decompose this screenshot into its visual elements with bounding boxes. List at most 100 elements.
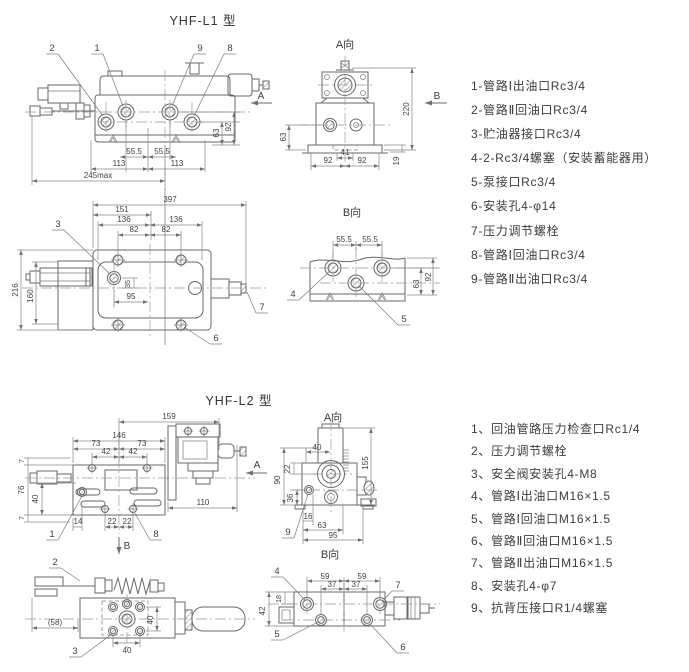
dim-label: 37 bbox=[328, 580, 337, 589]
dim-label: 146 bbox=[112, 431, 126, 440]
legend-item: 1、回油管路压力检查口Rc1/4 bbox=[471, 422, 641, 436]
dim-label: 22 bbox=[108, 517, 117, 526]
l2-view-b-label: B向 bbox=[321, 547, 339, 561]
callout-7: 7 bbox=[259, 302, 264, 313]
legend-item: 5、管路Ⅰ回油口M16×1.5 bbox=[471, 511, 611, 526]
legend-item: 4、管路Ⅰ出油口M16×1.5 bbox=[471, 489, 611, 504]
dim-label: 59 bbox=[321, 572, 330, 581]
dim-label: 41 bbox=[341, 148, 350, 157]
dim-label: 42 bbox=[258, 606, 267, 615]
l1-view-b-label: B向 bbox=[343, 205, 361, 219]
legend-item: 3-贮油器接口Rc3/4 bbox=[471, 127, 582, 142]
dim-label: 110 bbox=[197, 498, 210, 507]
dim-label: 113 bbox=[171, 159, 184, 168]
l2-top-view: 159 146 73 73 42 42 7 76 40 7 14 22 22 1… bbox=[17, 412, 267, 554]
l2-view-a: A向 bbox=[273, 410, 380, 544]
dim-label: 22 bbox=[123, 517, 132, 526]
l1-view-a-label: A向 bbox=[336, 37, 354, 51]
callout-8: 8 bbox=[227, 43, 232, 54]
dim-label: 40 bbox=[313, 443, 322, 452]
callout-2: 2 bbox=[52, 557, 57, 568]
yhf-l2-section: YHF-L2 型 bbox=[17, 394, 440, 658]
dim-label: 55.5 bbox=[362, 235, 378, 244]
dim-label: 63 bbox=[279, 132, 288, 141]
legend-item: 1-管路Ⅰ出油口Rc3/4 bbox=[471, 79, 586, 93]
l2-view-a-label: A向 bbox=[324, 410, 342, 424]
dim-label: 35 bbox=[125, 280, 132, 288]
dim-label: 19 bbox=[392, 156, 401, 165]
dim-label: 92 bbox=[224, 122, 233, 131]
dim-label: 220 bbox=[402, 102, 411, 116]
dim-label: 40 bbox=[146, 615, 155, 624]
legend-item: 9-管路Ⅱ出油口Rc3/4 bbox=[471, 271, 589, 286]
legend-item: 4-2-Rc3/4螺塞（安装蓄能器用） bbox=[471, 151, 657, 166]
callout-3: 3 bbox=[72, 646, 77, 657]
callout-8: 8 bbox=[153, 529, 158, 540]
l1-title: YHF-L1 型 bbox=[169, 14, 236, 28]
dim-label: 73 bbox=[92, 439, 101, 448]
callout-4: 4 bbox=[290, 289, 295, 300]
dim-label: 155 bbox=[361, 456, 370, 470]
dim-label: 40 bbox=[31, 494, 40, 503]
callout-5: 5 bbox=[401, 314, 406, 325]
dim-label: 7 bbox=[19, 459, 26, 463]
view-arrow-b-label: B bbox=[124, 541, 131, 552]
legend-item: 7-压力调节螺栓 bbox=[471, 223, 560, 238]
legend-item: 6、管路Ⅱ回油口M16×1.5 bbox=[471, 533, 614, 548]
legend-item: 2-管路Ⅱ回油口Rc3/4 bbox=[471, 103, 589, 118]
l1-front-view: 55.5 55.5 113 113 245max 63 92 2 1 9 8 A bbox=[25, 43, 272, 190]
legend-item: 8、安装孔4-φ7 bbox=[471, 578, 558, 593]
legend-item: 9、抗背压接口R1/4螺塞 bbox=[471, 601, 609, 616]
view-arrow-a-label: A bbox=[258, 91, 265, 102]
dim-label: 216 bbox=[11, 283, 20, 297]
dim-label: 92 bbox=[324, 156, 333, 165]
view-arrow-a-label: A bbox=[254, 460, 261, 471]
callout-9: 9 bbox=[285, 527, 290, 538]
dim-label: 90 bbox=[273, 475, 282, 484]
view-arrow-b-label: B bbox=[434, 91, 441, 102]
l2-front-view: (58) 40 40 2 3 bbox=[25, 557, 255, 658]
dim-label: 63 bbox=[412, 279, 421, 288]
dim-label: (58) bbox=[48, 618, 63, 627]
legend-item: 8-管路Ⅰ回油口Rc3/4 bbox=[471, 247, 586, 262]
dim-label: 63 bbox=[318, 521, 327, 530]
l2-title: YHF-L2 型 bbox=[205, 394, 272, 408]
dim-label: 136 bbox=[169, 215, 183, 224]
callout-4: 4 bbox=[274, 566, 279, 577]
callout-2: 2 bbox=[49, 43, 54, 54]
dim-label: 42 bbox=[102, 447, 111, 456]
dim-label: 59 bbox=[358, 572, 367, 581]
dim-label: 92 bbox=[358, 156, 367, 165]
l1-top-view: 397 151 136 136 82 82 216 160 35 95 3 7 … bbox=[11, 188, 268, 345]
legend-item: 7、管路Ⅱ出油口M16×1.5 bbox=[471, 556, 614, 571]
dim-label: 42 bbox=[129, 447, 138, 456]
dim-label: 36 bbox=[286, 493, 295, 502]
dim-label: 55.5 bbox=[126, 147, 142, 156]
dim-label: 55.5 bbox=[154, 147, 170, 156]
l1-view-a: A向 bbox=[279, 37, 447, 170]
dim-label: 92 bbox=[424, 272, 433, 281]
dim-label: 63 bbox=[212, 128, 221, 137]
l1-view-b: B向 55.5 55.5 63 92 bbox=[287, 205, 440, 326]
dim-label: 397 bbox=[163, 195, 177, 204]
callout-6: 6 bbox=[213, 333, 218, 344]
legend-item: 5-泵接口Rc3/4 bbox=[471, 175, 557, 190]
dim-label: 18 bbox=[276, 595, 283, 603]
callout-6: 6 bbox=[400, 642, 405, 653]
legend-item: 2、压力调节螺栓 bbox=[471, 444, 568, 459]
l2-view-b: B向 bbox=[258, 547, 440, 654]
legend-item: 3、安全阀安装孔4-M8 bbox=[471, 466, 598, 481]
dim-label: 7 bbox=[19, 516, 26, 520]
callout-7: 7 bbox=[395, 580, 400, 591]
l2-legend: 1、回油管路压力检查口Rc1/4 2、压力调节螺栓 3、安全阀安装孔4-M8 4… bbox=[471, 418, 640, 620]
yhf-l1-section: YHF-L1 型 bbox=[11, 14, 447, 345]
callout-5: 5 bbox=[274, 629, 279, 640]
dim-label: 22 bbox=[283, 464, 292, 473]
callout-9: 9 bbox=[197, 43, 202, 54]
callout-3: 3 bbox=[55, 219, 60, 230]
dim-label: 82 bbox=[130, 225, 139, 234]
callout-1: 1 bbox=[94, 43, 99, 54]
l1-legend: 1-管路Ⅰ出油口Rc3/4 2-管路Ⅱ回油口Rc3/4 3-贮油器接口Rc3/4… bbox=[471, 74, 657, 291]
dim-label: 151 bbox=[115, 205, 129, 214]
